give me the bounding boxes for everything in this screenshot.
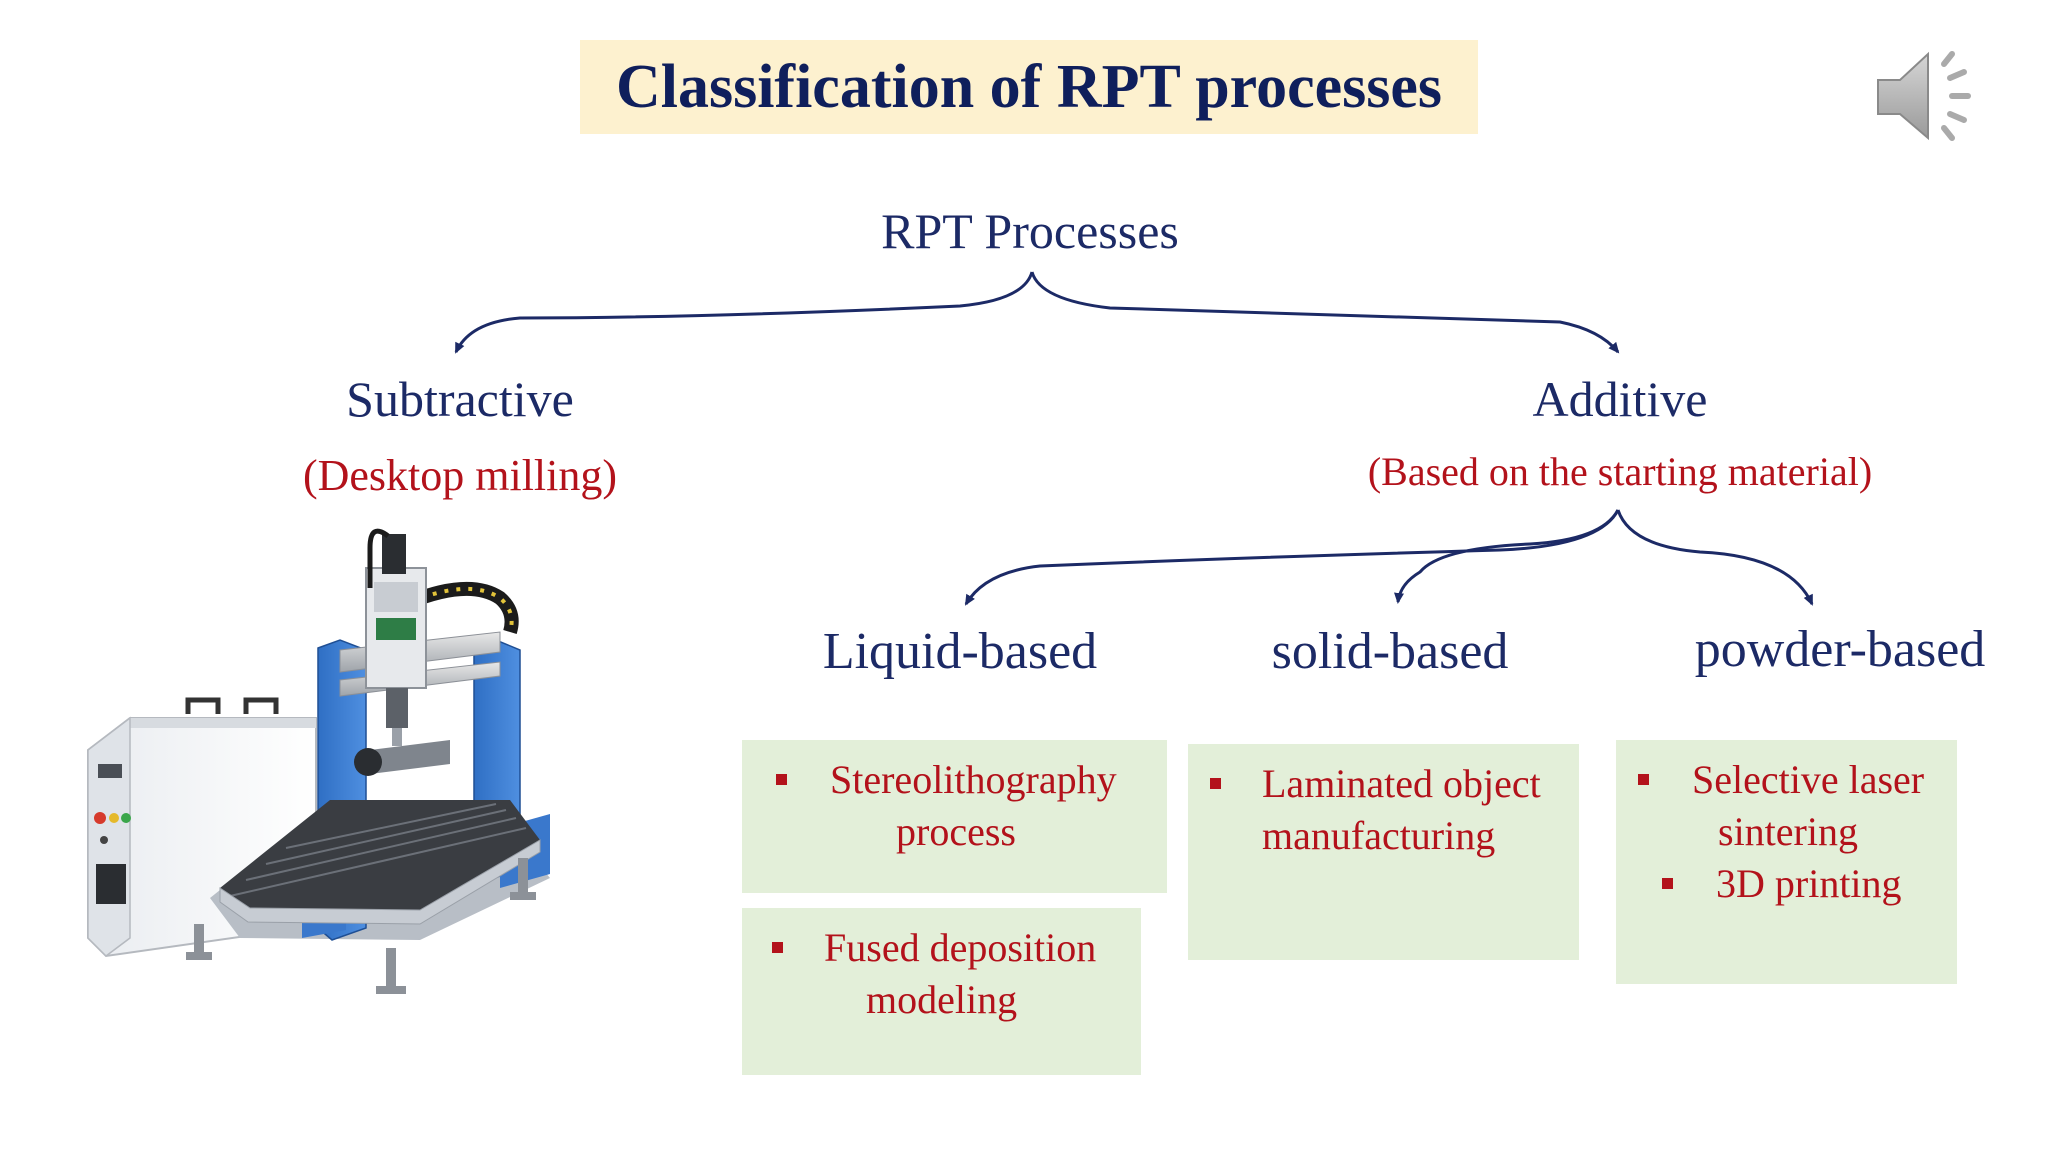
bullet-icon [1662,878,1673,889]
item-line: Fused deposition [824,925,1097,970]
title-banner: Classification of RPT processes [580,40,1478,134]
item-line: Laminated object [1262,761,1541,806]
cnc-milling-machine-image [87,528,550,994]
additive-note: (Based on the starting material) [1367,449,1873,494]
box-fused-deposition: Fused deposition modeling [742,908,1141,1075]
box-laminated-object: Laminated object manufacturing [1188,744,1579,960]
item-line: process [896,809,1016,854]
subtractive-note: (Desktop milling) [302,451,618,500]
subtractive-node: Subtractive [346,371,574,427]
arrow-to-liquid [964,509,1620,606]
solid-based-node: solid-based [1271,623,1509,680]
box-powder-processes: Selective laser sintering 3D printing [1616,740,1957,984]
item-line: manufacturing [1262,813,1496,858]
box-stereolithography: Stereolithography process [742,740,1167,893]
item-line: modeling [866,977,1018,1022]
bullet-icon [776,774,787,785]
arrow-to-subtractive [454,271,1034,354]
arrow-to-solid [1394,509,1620,604]
item-line: 3D printing [1716,861,1902,906]
root-node: RPT Processes [881,203,1179,259]
slide-title: Classification of RPT processes [615,52,1443,121]
additive-node: Additive [1532,371,1708,427]
bullet-icon [1638,774,1649,785]
item-line: sintering [1718,809,1858,854]
item-line: Stereolithography [830,757,1117,802]
arrow-to-powder [1616,509,1814,606]
liquid-based-node: Liquid-based [822,623,1098,680]
bullet-icon [1210,778,1221,789]
speaker-icon[interactable] [1872,44,1982,148]
item-line: Selective laser [1692,757,1925,802]
arrow-to-additive [1030,271,1620,354]
bullet-icon [772,942,783,953]
powder-based-node: powder-based [1694,621,1986,678]
